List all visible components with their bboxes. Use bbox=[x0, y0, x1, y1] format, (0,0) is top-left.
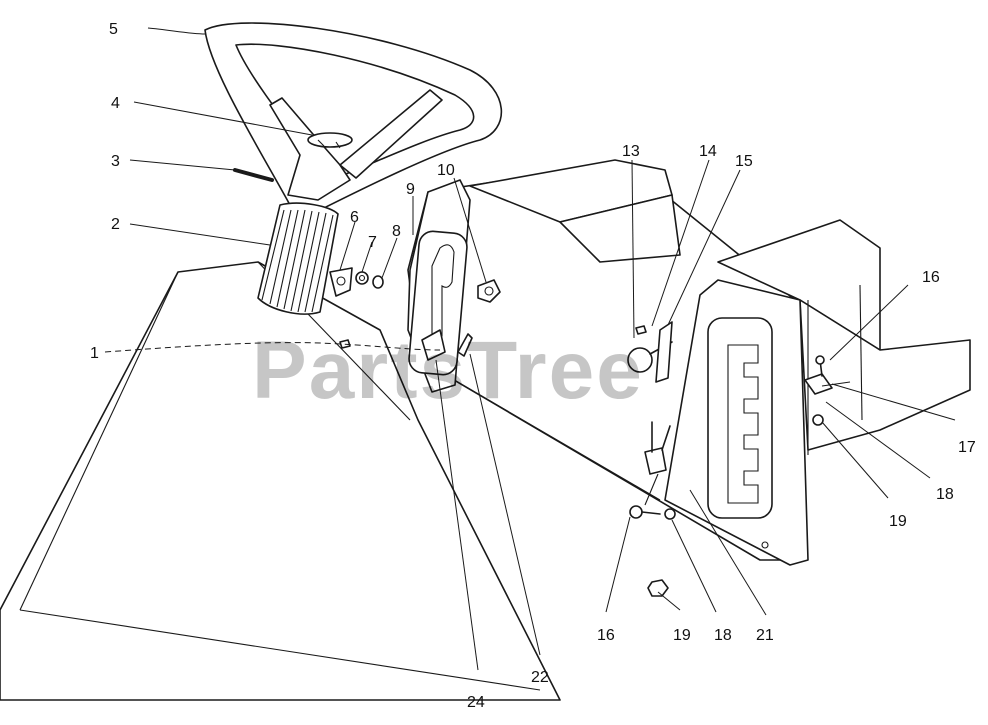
callout-19-bottom: 19 bbox=[673, 627, 691, 644]
steering-column-cover bbox=[257, 202, 339, 315]
callout-1: 1 bbox=[90, 345, 99, 362]
o-ring bbox=[372, 275, 384, 289]
ignition-switch bbox=[477, 279, 501, 303]
callout-19-right: 19 bbox=[889, 513, 907, 530]
steering-wheel bbox=[204, 22, 503, 211]
callout-13: 13 bbox=[622, 143, 640, 160]
linkage-block bbox=[644, 421, 671, 506]
bushing-bracket bbox=[329, 267, 353, 297]
callout-3: 3 bbox=[111, 153, 120, 170]
callout-22: 22 bbox=[531, 669, 549, 686]
watermark-logo: PartsTree bbox=[252, 325, 644, 416]
callout-2: 2 bbox=[111, 216, 120, 233]
callout-labels: 5 4 3 2 1 6 7 8 9 10 13 14 15 16 17 18 1… bbox=[90, 21, 976, 711]
callout-17: 17 bbox=[958, 439, 976, 456]
bracket-22 bbox=[457, 333, 473, 357]
leader-lines bbox=[104, 27, 956, 671]
callout-16-right: 16 bbox=[922, 269, 940, 286]
callout-9: 9 bbox=[406, 181, 415, 198]
callout-10: 10 bbox=[437, 162, 455, 179]
clamp-assembly bbox=[804, 355, 851, 426]
callout-24: 24 bbox=[467, 694, 485, 711]
bolt-16 bbox=[629, 505, 661, 519]
callout-14: 14 bbox=[699, 143, 717, 160]
callout-16-bottom: 16 bbox=[597, 627, 615, 644]
right-console-plate bbox=[664, 279, 809, 566]
callout-5: 5 bbox=[109, 21, 118, 38]
roll-pin bbox=[233, 168, 274, 182]
body-housing bbox=[0, 261, 561, 701]
washer-18 bbox=[664, 508, 676, 520]
callout-4: 4 bbox=[111, 95, 120, 112]
bracket-24 bbox=[421, 329, 446, 361]
callout-15: 15 bbox=[735, 153, 753, 170]
callout-7: 7 bbox=[368, 234, 377, 251]
callout-6: 6 bbox=[350, 209, 359, 226]
screw-14 bbox=[635, 325, 647, 335]
callout-21: 21 bbox=[756, 627, 774, 644]
nut-19 bbox=[647, 579, 669, 597]
callout-18-right: 18 bbox=[936, 486, 954, 503]
callout-8: 8 bbox=[392, 223, 401, 240]
flat-washer bbox=[355, 271, 369, 285]
callout-18-bottom: 18 bbox=[714, 627, 732, 644]
